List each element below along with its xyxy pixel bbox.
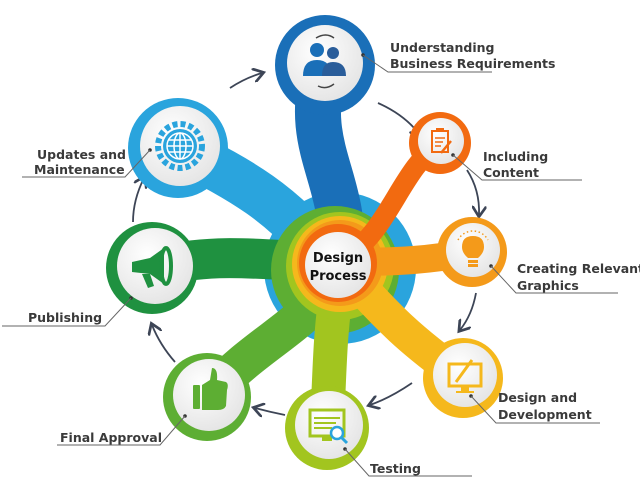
node-including-content bbox=[418, 118, 464, 164]
center-node bbox=[305, 232, 371, 298]
screen-magnifier-icon bbox=[308, 408, 349, 445]
step-labels: Understanding Business Requirements Incl… bbox=[2, 40, 640, 477]
megaphone-icon bbox=[132, 246, 173, 288]
label-including-2: Content bbox=[483, 165, 539, 180]
node-testing bbox=[295, 391, 363, 459]
users-sync-icon bbox=[303, 34, 346, 89]
monitor-pen-icon bbox=[447, 359, 483, 393]
label-understanding-1: Understanding bbox=[390, 40, 494, 55]
label-design-dev-1: Design and bbox=[498, 390, 577, 405]
label-testing: Testing bbox=[370, 461, 421, 476]
lightbulb-icon bbox=[457, 230, 489, 267]
cycle-arrows bbox=[132, 73, 479, 415]
label-creating-2: Graphics bbox=[517, 278, 579, 293]
thumbs-up-icon bbox=[193, 368, 228, 410]
clipboard-pencil-icon bbox=[431, 128, 452, 154]
globe-gear-icon bbox=[155, 121, 205, 171]
center-title-line1: Design bbox=[313, 251, 363, 266]
label-including-1: Including bbox=[483, 149, 548, 164]
label-design-dev-2: Development bbox=[498, 407, 592, 422]
label-updates-1: Updates and bbox=[37, 147, 126, 162]
center-title-line2: Process bbox=[310, 269, 367, 284]
node-design-development bbox=[433, 343, 497, 407]
label-creating-1: Creating Relevant bbox=[517, 261, 640, 276]
label-updates-2: Maintenance bbox=[34, 162, 125, 177]
label-final-approval: Final Approval bbox=[60, 430, 162, 445]
label-publishing: Publishing bbox=[28, 310, 102, 325]
label-understanding-2: Business Requirements bbox=[390, 56, 555, 71]
